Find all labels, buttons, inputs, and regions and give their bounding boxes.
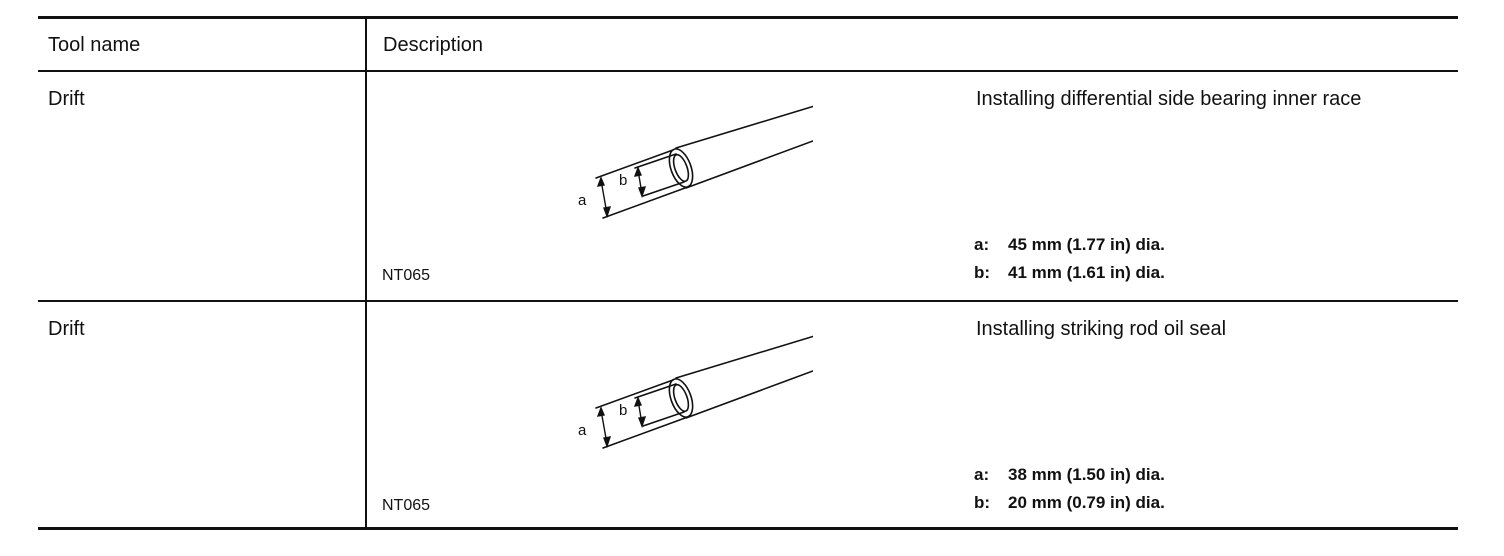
dimension-b-arrowhead-bottom	[638, 186, 647, 199]
figure-code: NT065	[382, 497, 431, 514]
outer-top-extension	[595, 149, 674, 179]
dimension-value: 41 mm (1.61 in) dia.	[1008, 263, 1165, 282]
bore-bottom-extension	[642, 181, 685, 197]
dimension-value: 38 mm (1.50 in) dia.	[1008, 465, 1165, 484]
dimension-a: a38 mm (1.50 in) dia.	[974, 465, 1165, 485]
tube-near-end-inner	[672, 383, 690, 413]
header-description: Description	[383, 34, 484, 56]
tube-near-end-outer	[668, 148, 694, 188]
tool-name: Drift	[48, 88, 85, 110]
outer-bottom-extension	[602, 187, 686, 219]
dimension-b-arrow	[633, 396, 647, 429]
tube-top-edge	[675, 105, 813, 149]
table-bottom-rule	[38, 527, 1458, 530]
header-tool-name: Tool name	[48, 34, 141, 56]
drift-tube-drawing: ab	[578, 335, 813, 449]
outer-top-extension	[595, 379, 674, 409]
dimension-a-arrowhead-bottom	[603, 436, 612, 449]
figure-code: NT065	[382, 267, 431, 284]
tube-outline	[595, 335, 813, 449]
bore-top-extension	[634, 383, 677, 399]
dimension-letter: b	[974, 493, 1008, 513]
table-header-rule	[38, 70, 1458, 72]
drift-tube-drawing: ab	[578, 105, 813, 219]
table-row-separator	[38, 300, 1458, 302]
tube-top-edge	[675, 335, 813, 379]
tool-purpose: Installing striking rod oil seal	[976, 318, 1227, 340]
bore-top-extension	[634, 153, 677, 169]
dimension-b: b41 mm (1.61 in) dia.	[974, 263, 1165, 283]
dimension-a-label: a	[578, 422, 587, 439]
tube-outline	[595, 105, 813, 219]
dimension-a-arrowhead-top	[596, 176, 605, 187]
dimension-b-arrow	[633, 166, 647, 199]
dimension-b-arrowhead-bottom	[638, 416, 647, 429]
dimension-a-arrow	[596, 176, 612, 219]
dimension-a-arrowhead-bottom	[603, 206, 612, 219]
dimension-b-label: b	[619, 402, 627, 419]
tube-near-end-outer	[668, 378, 694, 418]
bore-bottom-extension	[642, 411, 685, 427]
dimension-a: a45 mm (1.77 in) dia.	[974, 235, 1165, 255]
dimension-letter: b	[974, 263, 1008, 283]
dimension-a-arrow	[596, 406, 612, 449]
table-top-rule	[38, 16, 1458, 19]
tool-purpose: Installing differential side bearing inn…	[976, 88, 1362, 110]
dimension-value: 45 mm (1.77 in) dia.	[1008, 235, 1165, 254]
tube-near-end-inner	[672, 153, 690, 183]
dimension-b-arrowhead-top	[633, 396, 642, 407]
table-column-divider	[365, 16, 367, 530]
dimension-letter: a	[974, 465, 1008, 485]
dimension-a-label: a	[578, 192, 587, 209]
dimension-letter: a	[974, 235, 1008, 255]
tool-name: Drift	[48, 318, 85, 340]
outer-bottom-extension	[602, 417, 686, 449]
tube-bottom-edge	[685, 370, 813, 419]
dimension-b: b20 mm (0.79 in) dia.	[974, 493, 1165, 513]
dimension-b-label: b	[619, 172, 627, 189]
dimension-b-arrowhead-top	[633, 166, 642, 177]
tube-bottom-edge	[685, 140, 813, 189]
dimension-a-arrowhead-top	[596, 406, 605, 417]
dimension-value: 20 mm (0.79 in) dia.	[1008, 493, 1165, 512]
